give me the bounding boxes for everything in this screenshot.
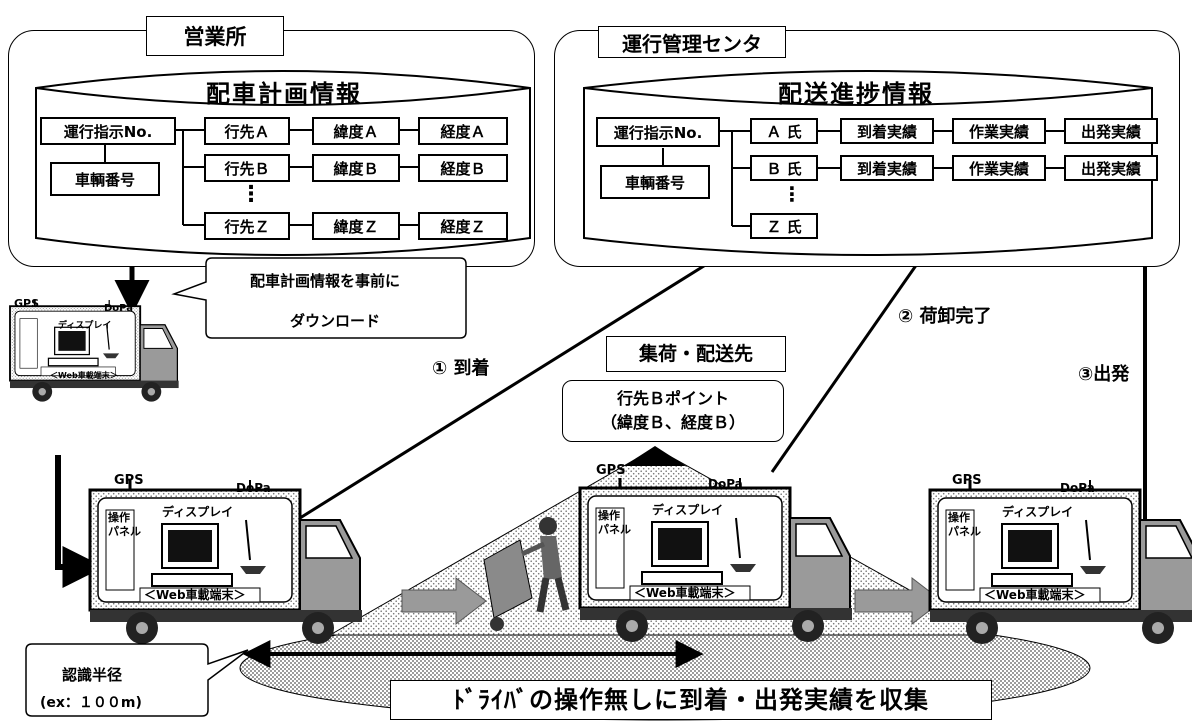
point-label-line1: 行先Ｂポイント	[616, 389, 729, 408]
point-marker	[624, 446, 686, 466]
truck2-terminal: ＜Web車載端末＞	[634, 586, 736, 600]
truck-small-terminal: ＜Web車載端末＞	[50, 371, 118, 380]
lon-z-box: 経度Ｚ	[418, 212, 508, 240]
ops-db-title: 配送進捗情報	[778, 80, 934, 108]
lat-b-box: 緯度Ｂ	[312, 154, 400, 182]
truck3-panel-1: 操作	[948, 511, 970, 524]
grey-arrow-2	[854, 576, 943, 626]
point-label-line2: （緯度Ｂ、経度Ｂ）	[600, 413, 745, 432]
ops-instruction-box: 運行指示No.	[596, 117, 720, 147]
sales-db-title: 配車計画情報	[206, 80, 362, 108]
step-arrival: ① 到着	[432, 358, 490, 379]
truck2-gps: GPS	[596, 463, 626, 478]
truck-small-display: ディスプレイ	[58, 321, 112, 331]
person-z-box: Ｚ 氏	[750, 213, 818, 239]
move-arrow	[55, 455, 105, 588]
truck2-dopa: DoPa	[708, 477, 743, 491]
departure-result-b: 出発実績	[1064, 155, 1158, 181]
work-result-b: 作業実績	[952, 155, 1046, 181]
radius-callout-line2: (ex：１００m)	[40, 695, 142, 711]
truck3-panel-2: パネル	[948, 525, 981, 538]
point-bubble: 行先Ｂポイント （緯度Ｂ、経度Ｂ）	[562, 380, 784, 442]
download-callout-line1: 配車計画情報を事前に	[250, 272, 401, 290]
truck1-display: ディスプレイ	[162, 505, 234, 519]
arrival-result-b: 到着実績	[840, 155, 934, 181]
truck-small	[9, 299, 180, 403]
truck3-terminal: ＜Web車載端末＞	[984, 588, 1086, 602]
lon-a-box: 経度Ａ	[418, 117, 508, 145]
sales-instruction-box: 運行指示No.	[40, 117, 176, 145]
sales-vehicle-box: 車輌番号	[50, 162, 160, 196]
departure-result-a: 出発実績	[1064, 118, 1158, 144]
grey-arrow-1	[401, 576, 487, 626]
dest-a-box: 行先Ａ	[204, 117, 290, 145]
radius-callout-shape	[25, 643, 249, 717]
truck-small-gps: GPS	[14, 297, 40, 310]
truck3-display: ディスプレイ	[1002, 505, 1074, 519]
dest-z-box: 行先Ｚ	[204, 212, 290, 240]
lat-z-box: 緯度Ｚ	[312, 212, 400, 240]
sales-office-label: 営業所	[146, 16, 284, 56]
person-a-box: Ａ 氏	[750, 118, 818, 144]
truck2-panel-1: 操作	[598, 509, 620, 522]
step-departure: ③出発	[1078, 364, 1130, 385]
truck1-panel-1: 操作	[108, 511, 130, 524]
truck-small-dopa: DoPa	[104, 303, 133, 314]
truck2-panel-2: パネル	[598, 523, 631, 536]
work-result-a: 作業実績	[952, 118, 1046, 144]
dest-b-box: 行先Ｂ	[204, 154, 290, 182]
radius-callout-line1: 認識半径	[62, 666, 123, 684]
bottom-banner: ﾄﾞﾗｲﾊﾞの操作無しに到着・出発実績を収集	[390, 680, 992, 720]
truck3-gps: GPS	[952, 473, 982, 488]
person-b-box: Ｂ 氏	[750, 155, 818, 181]
arrival-result-a: 到着実績	[840, 118, 934, 144]
truck1-dopa: DoPa	[236, 481, 271, 495]
truck1-panel-2: パネル	[108, 525, 141, 538]
worker-figure	[483, 517, 570, 631]
truck1-gps: GPS	[114, 473, 144, 488]
download-callout-shape	[171, 257, 467, 339]
ops-ellipsis: ⋮	[782, 182, 802, 206]
lat-a-box: 緯度Ａ	[312, 117, 400, 145]
truck2-display: ディスプレイ	[652, 503, 724, 517]
pickup-label: 集荷・配送先	[606, 336, 786, 372]
truck3-dopa: DoPa	[1060, 481, 1095, 495]
truck1-terminal: ＜Web車載端末＞	[144, 588, 246, 602]
lon-b-box: 経度Ｂ	[418, 154, 508, 182]
sales-ellipsis: ⋮	[240, 182, 262, 207]
step-unload: ② 荷卸完了	[898, 306, 992, 327]
ops-center-label: 運行管理センタ	[598, 26, 786, 58]
ops-vehicle-box: 車輌番号	[600, 165, 710, 199]
download-callout-line2: ダウンロード	[290, 312, 381, 330]
